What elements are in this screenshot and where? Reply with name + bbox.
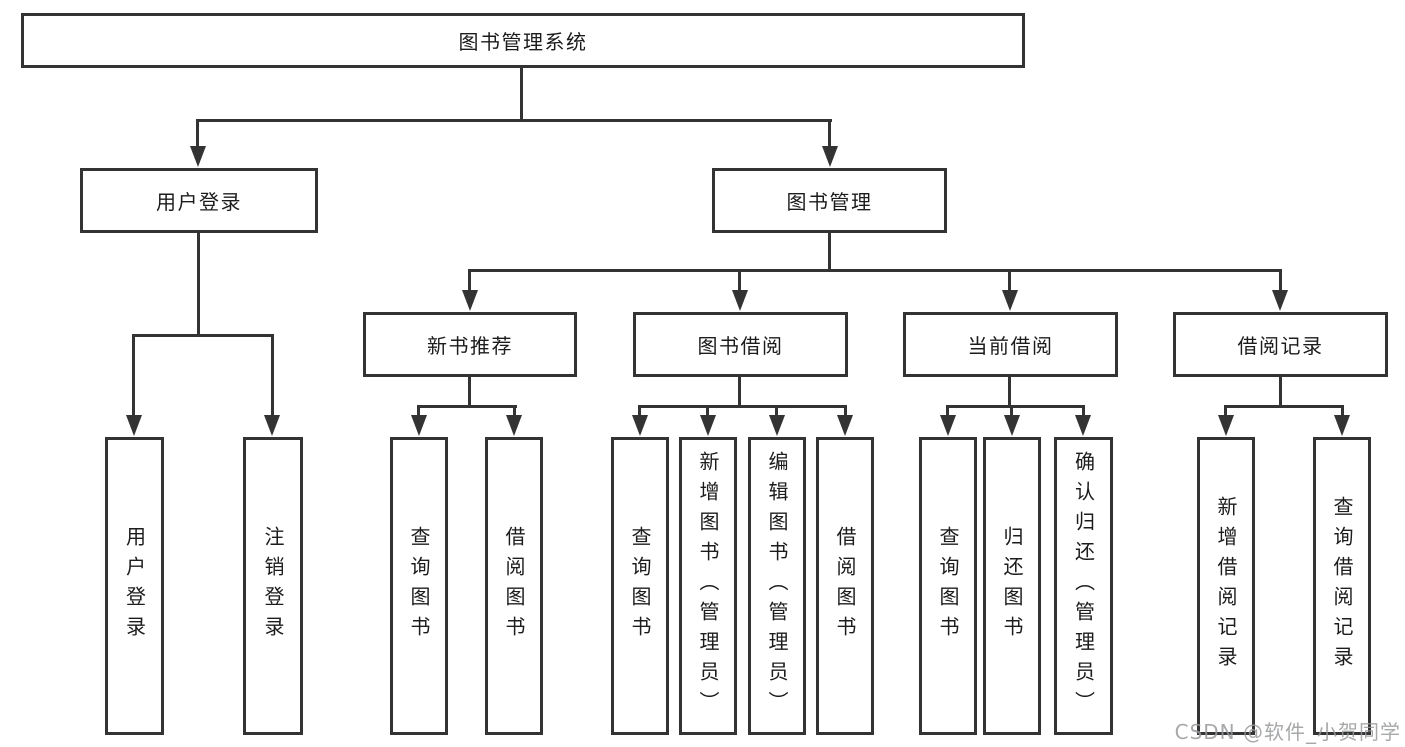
csdn-watermark: CSDN @软件_小贺同学 <box>1174 720 1401 744</box>
leaf-borrow-books-recommend: 借阅图书 <box>485 437 543 735</box>
arrow-down-icon <box>1004 415 1020 436</box>
arrow-down-icon <box>1075 415 1091 436</box>
connector-borrow-records-stem <box>1279 377 1282 408</box>
connector-drop-leaf <box>775 405 778 420</box>
connector-current-borrow-rail <box>946 405 1085 408</box>
leaf-label: 借阅图书 <box>833 526 857 646</box>
leaf-borrow-books: 借阅图书 <box>816 437 874 735</box>
leaf-label: 编辑图书（管理员） <box>765 451 789 721</box>
leaf-query-books-recommend: 查询图书 <box>390 437 448 735</box>
connector-book-borrow-stem <box>738 377 741 408</box>
arrow-down-icon <box>732 290 748 311</box>
node-user-login: 用户登录 <box>80 168 318 233</box>
arrow-down-icon <box>1002 290 1018 311</box>
node-new-book-recommend: 新书推荐 <box>363 312 577 377</box>
leaf-label: 用户登录 <box>122 526 147 646</box>
arrow-down-icon <box>822 146 838 167</box>
leaf-label: 新增借阅记录 <box>1214 496 1238 676</box>
connector-borrow-records-rail <box>1224 405 1344 408</box>
arrow-down-icon <box>411 415 427 436</box>
leaf-query-books-current: 查询图书 <box>919 437 977 735</box>
connector-user-login-stem <box>197 233 200 337</box>
connector-drop-current-borrow <box>1008 269 1011 295</box>
connector-drop-borrow-records <box>1279 269 1282 295</box>
leaf-logout: 注销登录 <box>243 437 303 735</box>
connector-drop-new-book <box>468 269 471 295</box>
connector-drop-book-borrow <box>738 269 741 295</box>
leaf-label: 新增图书（管理员） <box>696 451 720 721</box>
connector-drop-leaf <box>513 405 516 420</box>
connector-drop-leaf <box>638 405 641 420</box>
node-book-management-label: 图书管理 <box>786 190 873 214</box>
node-book-borrow: 图书借阅 <box>633 312 848 377</box>
leaf-label: 查询图书 <box>936 526 960 646</box>
node-borrow-records: 借阅记录 <box>1173 312 1388 377</box>
leaf-label: 查询图书 <box>628 526 652 646</box>
arrow-down-icon <box>769 415 785 436</box>
connector-drop-leaf <box>1224 405 1227 420</box>
connector-drop-leaf <box>1341 405 1344 420</box>
connector-drop-leaf <box>1010 405 1013 420</box>
connector-drop-book-management <box>828 119 831 150</box>
connector-book-management-stem <box>828 233 831 272</box>
node-current-borrow: 当前借阅 <box>903 312 1118 377</box>
arrow-down-icon <box>126 415 142 436</box>
leaf-confirm-return-admin: 确认归还（管理员） <box>1054 437 1113 735</box>
connector-user-login-rail <box>132 334 274 337</box>
connector-book-borrow-rail <box>638 405 847 408</box>
node-book-borrow-label: 图书借阅 <box>697 334 784 358</box>
connector-current-borrow-stem <box>1008 377 1011 408</box>
connector-drop-user-login <box>196 119 199 150</box>
arrow-down-icon <box>462 290 478 311</box>
node-new-book-recommend-label: 新书推荐 <box>427 334 513 358</box>
connector-drop-leaf <box>706 405 709 420</box>
node-user-login-label: 用户登录 <box>156 190 242 214</box>
leaf-query-books-borrow: 查询图书 <box>611 437 669 735</box>
connector-drop-leaf <box>271 334 274 420</box>
arrow-down-icon <box>700 415 716 436</box>
connector-drop-leaf <box>132 334 135 420</box>
arrow-down-icon <box>264 415 280 436</box>
node-book-management: 图书管理 <box>712 168 947 233</box>
node-current-borrow-label: 当前借阅 <box>967 334 1054 358</box>
leaf-label: 注销登录 <box>261 526 285 646</box>
connector-drop-leaf <box>1082 405 1085 420</box>
node-root-label: 图书管理系统 <box>458 30 588 54</box>
arrow-down-icon <box>1218 415 1234 436</box>
leaf-label: 确认归还（管理员） <box>1071 451 1096 721</box>
leaf-edit-books-admin: 编辑图书（管理员） <box>748 437 806 735</box>
connector-drop-leaf <box>844 405 847 420</box>
leaf-label: 借阅图书 <box>502 526 526 646</box>
connector-new-book-rail <box>417 405 517 408</box>
leaf-label: 归还图书 <box>1000 526 1024 646</box>
connector-level3-rail <box>468 269 1282 272</box>
arrow-down-icon <box>940 415 956 436</box>
arrow-down-icon <box>632 415 648 436</box>
connector-drop-leaf <box>417 405 420 420</box>
connector-root-stem <box>520 68 523 122</box>
leaf-return-books: 归还图书 <box>983 437 1041 735</box>
arrow-down-icon <box>837 415 853 436</box>
leaf-add-books-admin: 新增图书（管理员） <box>679 437 737 735</box>
leaf-add-borrow-record: 新增借阅记录 <box>1197 437 1255 735</box>
arrow-down-icon <box>1334 415 1350 436</box>
arrow-down-icon <box>506 415 522 436</box>
leaf-label: 查询借阅记录 <box>1330 496 1354 676</box>
node-root: 图书管理系统 <box>21 13 1025 68</box>
leaf-user-login: 用户登录 <box>105 437 164 735</box>
node-borrow-records-label: 借阅记录 <box>1237 334 1324 358</box>
arrow-down-icon <box>190 146 206 167</box>
leaf-query-borrow-record: 查询借阅记录 <box>1313 437 1371 735</box>
leaf-label: 查询图书 <box>407 526 431 646</box>
arrow-down-icon <box>1272 290 1288 311</box>
connector-drop-leaf <box>946 405 949 420</box>
connector-new-book-stem <box>468 377 471 408</box>
connector-level2-rail <box>196 119 832 122</box>
